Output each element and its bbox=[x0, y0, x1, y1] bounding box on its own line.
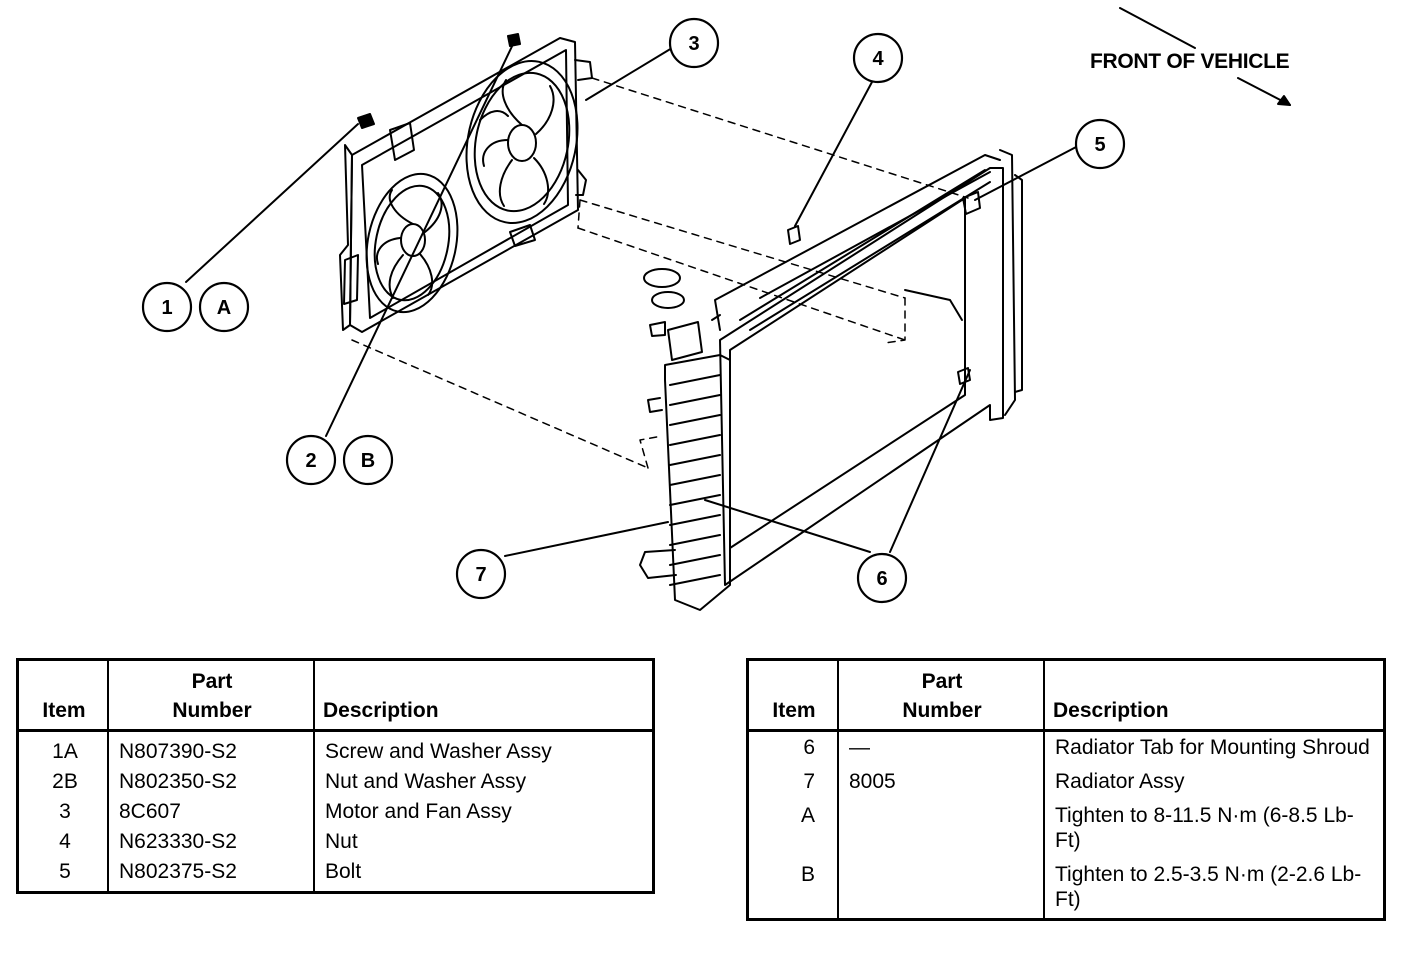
callout-2 bbox=[285, 434, 337, 486]
callout-1 bbox=[141, 281, 193, 333]
cell-description: Tighten to 2.5-3.5 N·m (2-2.6 Lb-Ft) bbox=[1055, 863, 1362, 911]
callout-5 bbox=[1074, 118, 1126, 170]
cell-part-number: N802350-S2 bbox=[108, 767, 315, 797]
cell-part-number: N802375-S2 bbox=[108, 857, 315, 893]
callout-B bbox=[342, 434, 394, 486]
callout-A-label: A bbox=[217, 297, 231, 319]
cell-item: 5 bbox=[17, 857, 109, 893]
callout-3-label: 3 bbox=[688, 33, 699, 55]
table-row: B Tighten to 2.5-3.5 N·m (2-2.6 Lb-Ft) bbox=[747, 859, 1385, 920]
table-header-row: Item Part Number Description bbox=[17, 659, 654, 732]
callout-B-label: B bbox=[361, 450, 375, 472]
callout-6 bbox=[856, 552, 908, 604]
cell-item: A bbox=[747, 800, 839, 859]
col-header-part-number: Part Number bbox=[838, 659, 1045, 732]
front-of-vehicle-label: FRONT OF VEHICLE bbox=[1090, 50, 1290, 73]
fan-shroud-drawing bbox=[339, 37, 593, 333]
callout-4-label: 4 bbox=[872, 48, 884, 70]
cell-part-number bbox=[838, 859, 1045, 920]
cell-part-number: — bbox=[838, 730, 1045, 766]
cell-description: Radiator Tab for Mounting Shroud bbox=[1055, 736, 1370, 759]
parts-table-right: Item Part Number Description 6 — Radiato… bbox=[746, 658, 1386, 921]
table-row: 2B N802350-S2 Nut and Washer Assy bbox=[17, 767, 654, 797]
cell-item: B bbox=[747, 859, 839, 920]
callout-5-label: 5 bbox=[1094, 134, 1105, 156]
cell-part-number: 8C607 bbox=[108, 797, 315, 827]
cell-part-number: N807390-S2 bbox=[108, 730, 315, 767]
table-row: 3 8C607 Motor and Fan Assy bbox=[17, 797, 654, 827]
callout-7 bbox=[455, 548, 507, 600]
col-header-description: Description bbox=[1044, 659, 1385, 732]
col-header-part-line1: Part bbox=[191, 670, 233, 693]
callout-1-label: 1 bbox=[161, 297, 172, 319]
col-header-part-line2: Number bbox=[172, 699, 252, 722]
col-header-part-line2: Number bbox=[902, 699, 982, 722]
cell-part-number: N623330-S2 bbox=[108, 827, 315, 857]
cell-description: Nut bbox=[325, 830, 358, 853]
cell-description: Bolt bbox=[325, 860, 362, 883]
col-header-part-number: Part Number bbox=[108, 659, 315, 732]
table-row: 1A N807390-S2 Screw and Washer Assy bbox=[17, 730, 654, 767]
cell-item: 6 bbox=[747, 730, 839, 766]
alignment-dashed-lines bbox=[351, 77, 969, 469]
callout-A bbox=[198, 281, 250, 333]
cell-description: Motor and Fan Assy bbox=[325, 800, 512, 823]
table-row: 4 N623330-S2 Nut bbox=[17, 827, 654, 857]
table-row: 5 N802375-S2 Bolt bbox=[17, 857, 654, 893]
front-arrow-icon bbox=[1119, 7, 1291, 106]
callout-7-label: 7 bbox=[475, 564, 486, 586]
nut-icon bbox=[507, 33, 521, 47]
callout-6-label: 6 bbox=[876, 568, 887, 590]
table-row: 7 8005 Radiator Assy bbox=[747, 766, 1385, 800]
cell-item: 7 bbox=[747, 766, 839, 800]
table-header-row: Item Part Number Description bbox=[747, 659, 1385, 732]
cell-item: 2B bbox=[17, 767, 109, 797]
cell-description: Tighten to 8-11.5 N·m (6-8.5 Lb-Ft) bbox=[1055, 804, 1354, 852]
cell-item: 4 bbox=[17, 827, 109, 857]
table-row: A Tighten to 8-11.5 N·m (6-8.5 Lb-Ft) bbox=[747, 800, 1385, 859]
cell-description: Screw and Washer Assy bbox=[325, 740, 552, 763]
cell-description: Nut and Washer Assy bbox=[325, 770, 527, 793]
cell-item: 1A bbox=[17, 730, 109, 767]
col-header-part-line1: Part bbox=[921, 670, 963, 693]
cell-description: Radiator Assy bbox=[1055, 770, 1185, 793]
col-header-description: Description bbox=[314, 659, 654, 732]
table-row: 6 — Radiator Tab for Mounting Shroud bbox=[747, 730, 1385, 766]
cell-part-number: 8005 bbox=[838, 766, 1045, 800]
callout-4 bbox=[852, 32, 904, 84]
leader-lines bbox=[185, 39, 1079, 557]
callout-2-label: 2 bbox=[305, 450, 316, 472]
cell-part-number bbox=[838, 800, 1045, 859]
cell-item: 3 bbox=[17, 797, 109, 827]
screw-icon bbox=[357, 113, 375, 129]
parts-table-left: Item Part Number Description 1A N807390-… bbox=[16, 658, 655, 894]
col-header-item: Item bbox=[17, 659, 109, 732]
callout-3 bbox=[668, 17, 720, 69]
col-header-item: Item bbox=[747, 659, 839, 732]
